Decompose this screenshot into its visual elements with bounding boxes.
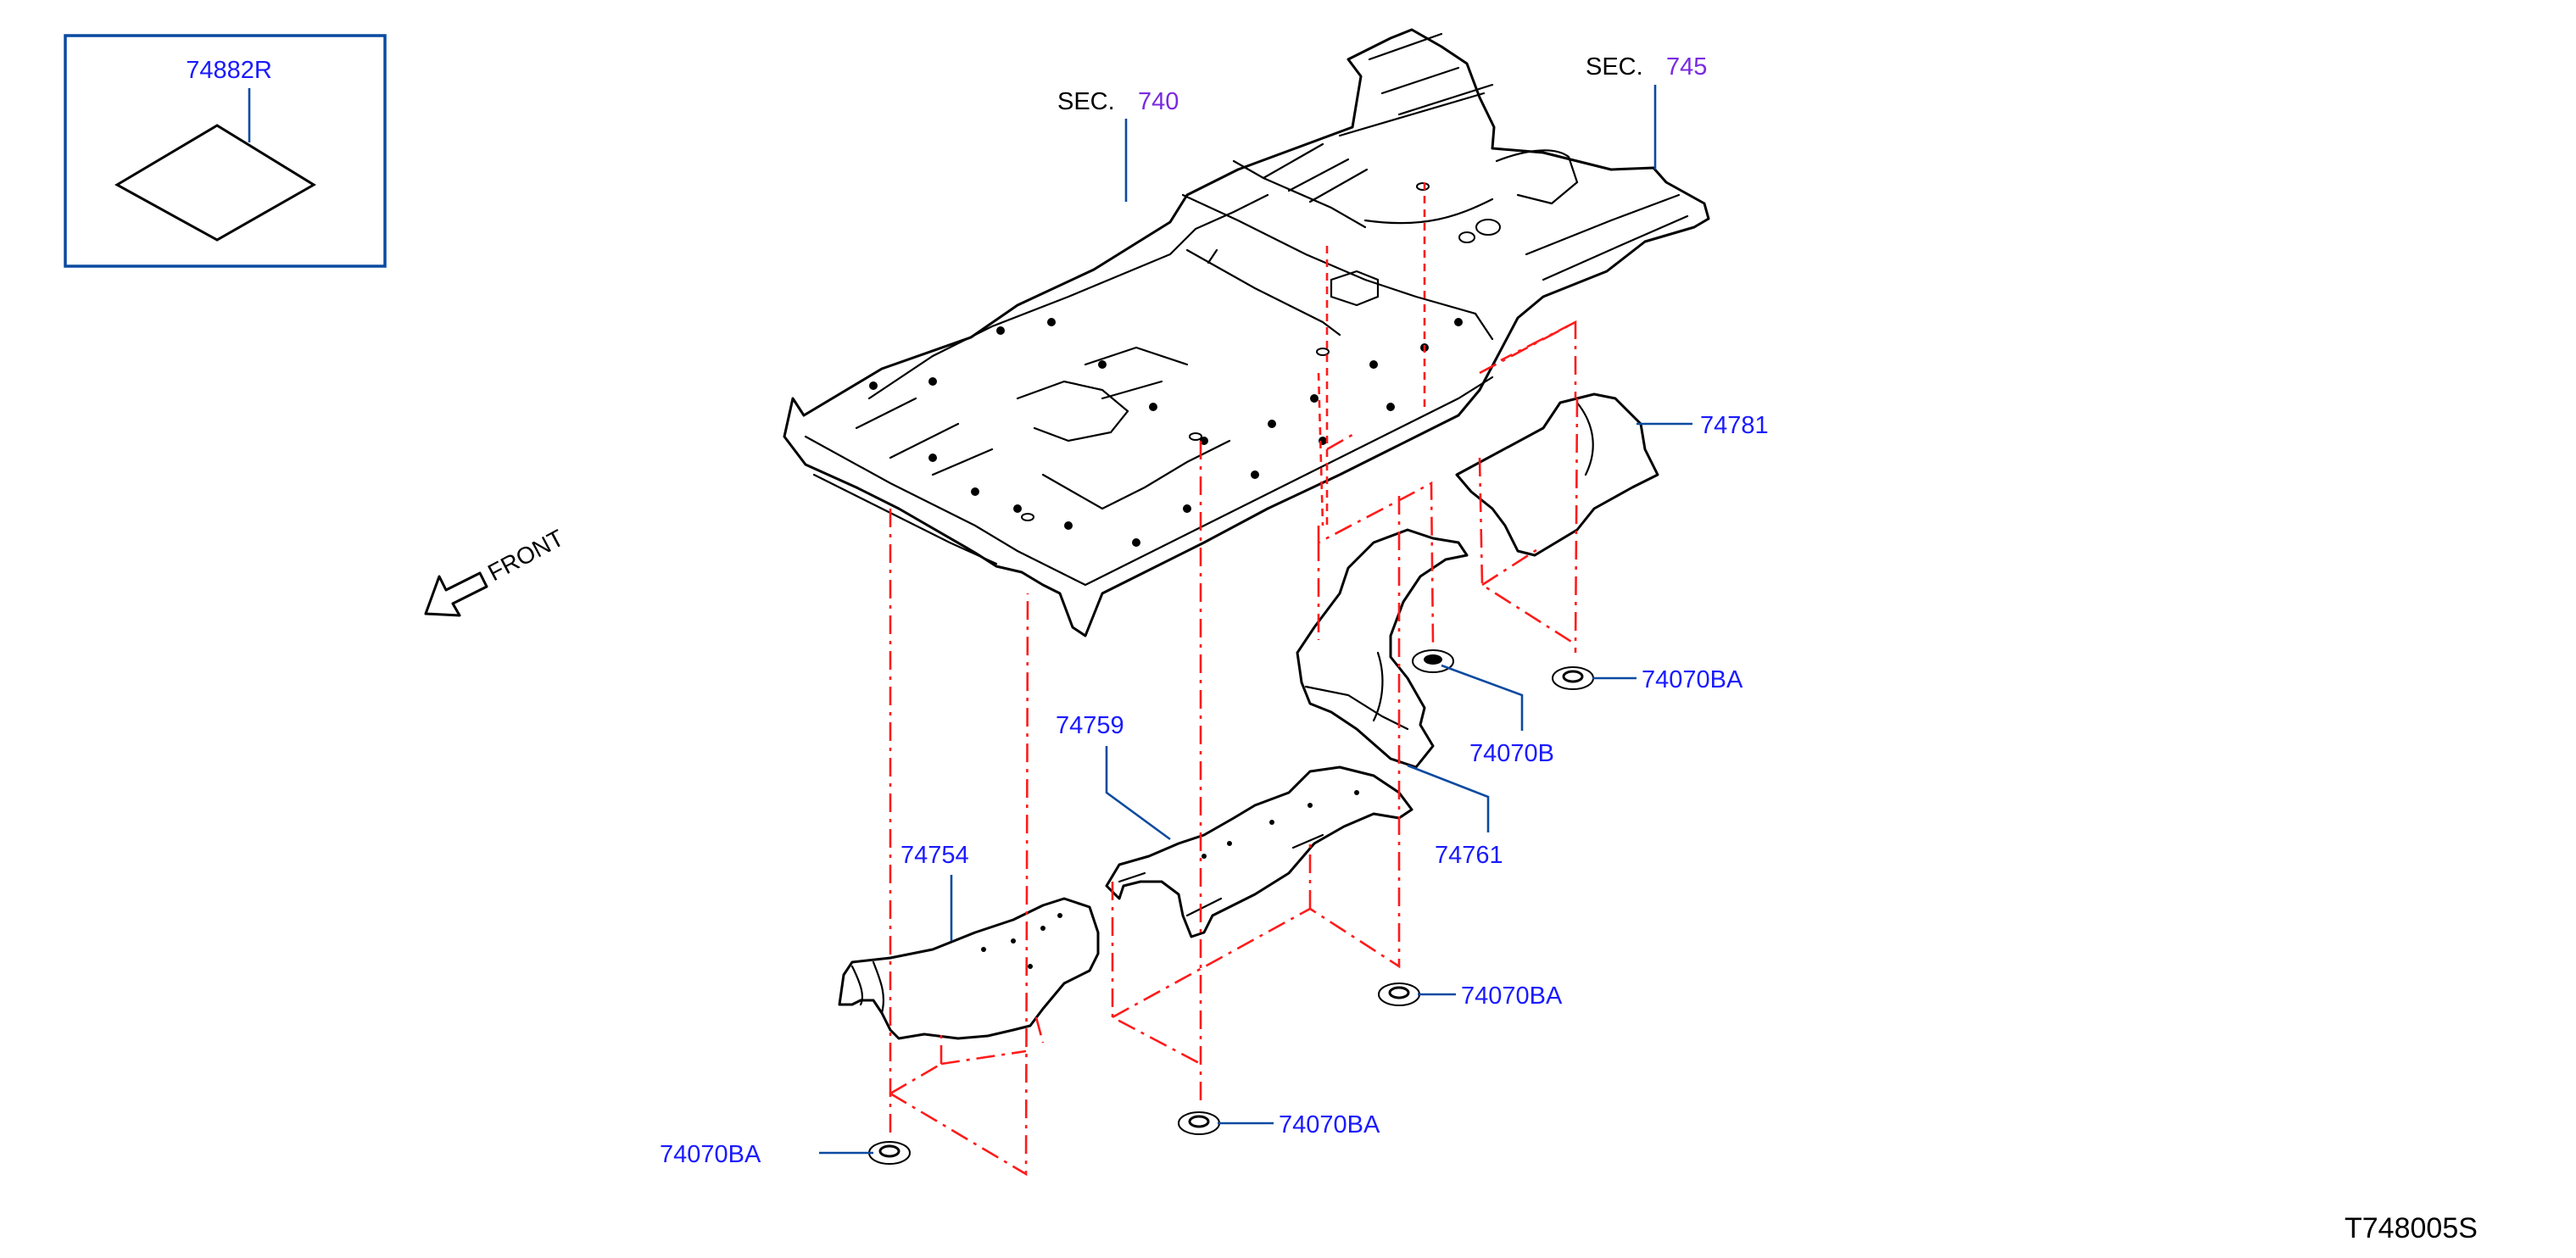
label-sticker-shape	[114, 124, 316, 242]
clip-74070BA-3	[1178, 1111, 1220, 1135]
part-74070BA-label-1[interactable]: 74070BA	[1642, 666, 1743, 693]
clip-74070BA-2	[1378, 982, 1420, 1006]
part-74781-label[interactable]: 74781	[1700, 412, 1769, 439]
insulator-74781	[1455, 392, 1659, 557]
clip-74070BA-4	[868, 1141, 911, 1165]
inset-frame	[64, 34, 387, 268]
labels: SEC. 740 SEC. 745 74781 74070BA 74070B 7…	[660, 53, 2478, 1244]
part-74070BA-label-3[interactable]: 74070BA	[1279, 1111, 1380, 1138]
sec-740-prefix: SEC.	[1057, 88, 1115, 115]
sec-745-number[interactable]: 745	[1666, 53, 1707, 81]
part-74754-label[interactable]: 74754	[900, 842, 969, 869]
phantom-lines	[889, 182, 1579, 1177]
insulator-74759	[1105, 765, 1413, 938]
floor-panel	[783, 28, 1710, 637]
part-74070BA-label-2[interactable]: 74070BA	[1461, 982, 1563, 1010]
diagram-code: T748005S	[2345, 1212, 2478, 1244]
front-arrow: FRONT	[424, 525, 568, 617]
inset-box: 74882R	[64, 34, 387, 268]
leader-lines	[819, 85, 1692, 1155]
inset-part-label[interactable]: 74882R	[186, 57, 272, 84]
sec-740-number[interactable]: 740	[1138, 88, 1179, 115]
part-74070BA-label-4[interactable]: 74070BA	[660, 1141, 761, 1168]
part-74759-label[interactable]: 74759	[1056, 712, 1124, 739]
sec-745-prefix: SEC.	[1586, 53, 1643, 81]
insulator-74754	[838, 897, 1100, 1040]
front-label: FRONT	[483, 525, 568, 587]
arrow-left-icon	[424, 571, 488, 617]
clip-74070B	[1412, 649, 1454, 673]
insulator-74761	[1296, 528, 1469, 769]
part-74070B-label[interactable]: 74070B	[1469, 740, 1554, 767]
clip-74070BA-1	[1552, 666, 1594, 690]
part-74761-label[interactable]: 74761	[1435, 842, 1503, 869]
